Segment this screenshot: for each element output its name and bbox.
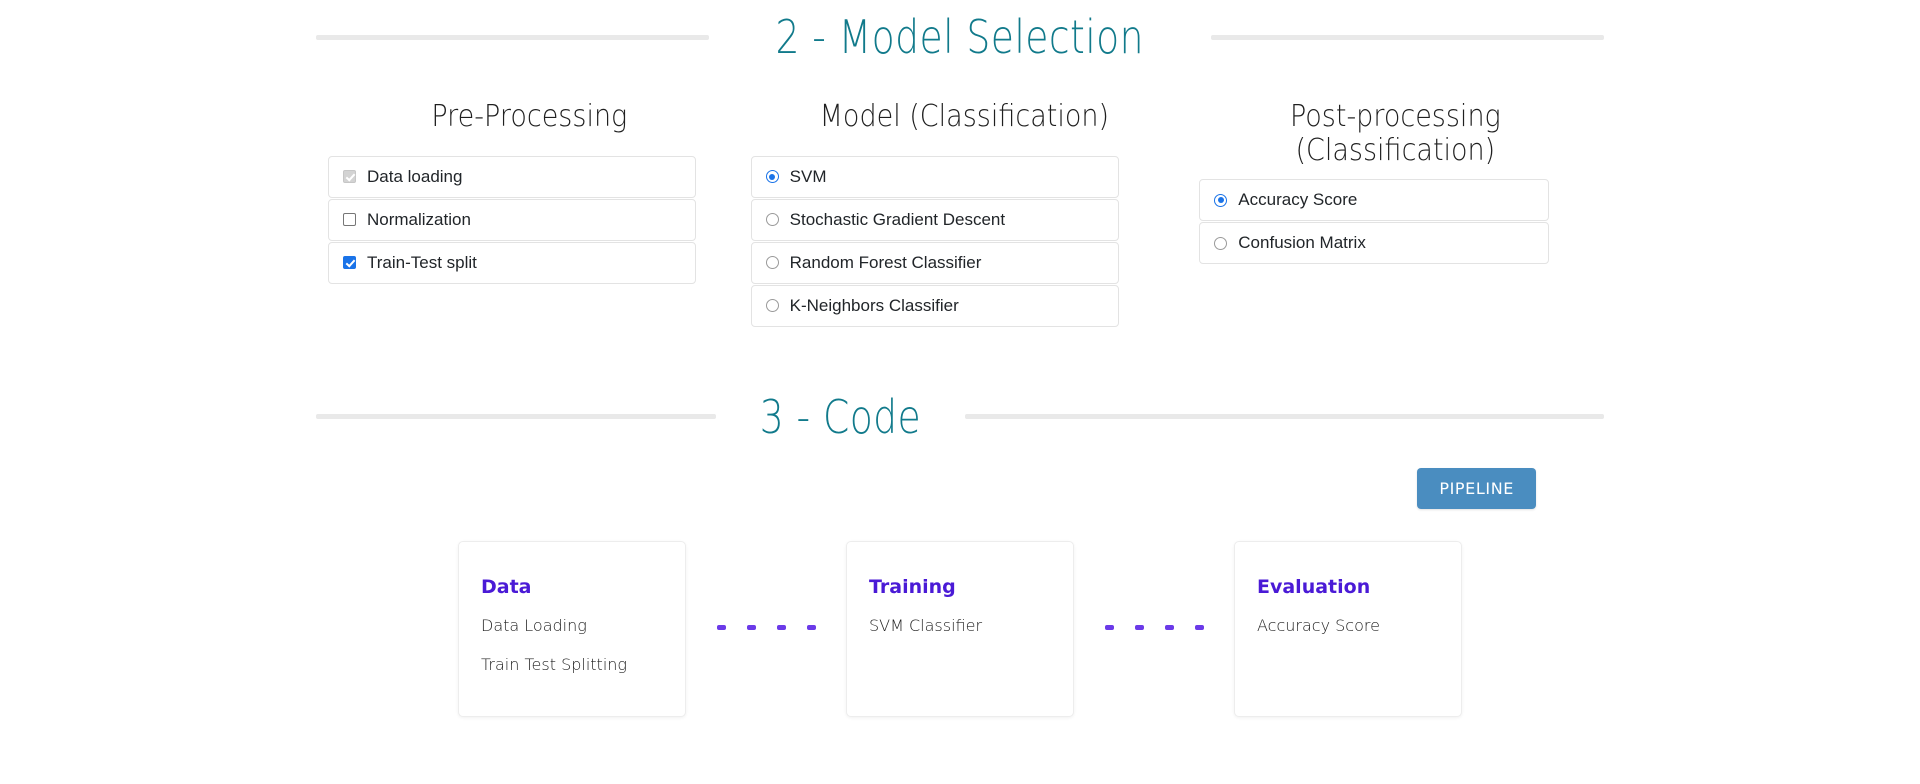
checkbox-train-test-split[interactable] — [343, 256, 356, 270]
section-header-model-selection: 2 - Model Selection — [316, 14, 1604, 60]
pipeline-connector-1 — [686, 624, 846, 630]
section-code: 3 - Code PIPELINE Data Data Loading Trai… — [316, 394, 1604, 717]
list-item-label: SVM — [789, 166, 827, 186]
card-title: Evaluation — [1257, 575, 1371, 598]
heading-rule-left — [316, 34, 710, 40]
card-title: Data — [481, 575, 532, 598]
connector-dash — [716, 624, 726, 630]
connector-dash — [776, 624, 786, 630]
list-item-normalization[interactable]: Normalization — [328, 198, 696, 241]
list-item-label: Confusion Matrix — [1238, 233, 1366, 253]
list-item-random-forest-classifier[interactable]: Random Forest Classifier — [750, 241, 1119, 284]
list-item-label: Normalization — [367, 209, 471, 229]
card-item: SVM Classifier — [869, 615, 983, 635]
connector-dash — [1164, 624, 1174, 630]
heading-rule-right — [964, 414, 1604, 420]
column-pre-processing: Pre-Processing Data loading Normalizatio… — [316, 100, 743, 285]
column-title-post-processing: Post-processing (Classification) — [1208, 100, 1583, 167]
pipeline-button[interactable]: PIPELINE — [1417, 467, 1536, 509]
list-item-k-neighbors-classifier[interactable]: K-Neighbors Classifier — [750, 284, 1119, 327]
list-item-data-loading[interactable]: Data loading — [328, 155, 696, 198]
card-item: Train Test Splitting — [481, 654, 628, 674]
list-item-label: Random Forest Classifier — [789, 252, 982, 272]
pre-processing-list: Data loading Normalization Train-Test sp… — [316, 155, 743, 284]
radio-random-forest-classifier[interactable] — [765, 256, 779, 270]
list-item-label: Data loading — [367, 166, 463, 186]
radio-confusion-matrix[interactable] — [1214, 236, 1228, 250]
list-item-stochastic-gradient-descent[interactable]: Stochastic Gradient Descent — [750, 198, 1119, 241]
section-title-code: 3 - Code — [759, 389, 922, 444]
list-item-label: Accuracy Score — [1238, 190, 1358, 210]
card-item: Accuracy Score — [1257, 615, 1380, 635]
list-item-confusion-matrix[interactable]: Confusion Matrix — [1199, 222, 1550, 265]
column-title-pre-processing: Pre-Processing — [431, 99, 628, 134]
radio-accuracy-score[interactable] — [1214, 193, 1228, 207]
pipeline-card-data: Data Data Loading Train Test Splitting — [458, 540, 686, 717]
connector-dash — [1104, 624, 1114, 630]
list-item-accuracy-score[interactable]: Accuracy Score — [1199, 179, 1550, 222]
content-container: 2 - Model Selection Pre-Processing Data … — [316, 0, 1604, 717]
pipeline-card-evaluation: Evaluation Accuracy Score — [1234, 540, 1462, 717]
pipeline-connector-2 — [1074, 624, 1234, 630]
heading-rule-right — [1210, 34, 1604, 40]
post-processing-list: Accuracy Score Confusion Matrix — [1187, 179, 1604, 265]
pipeline-diagram: Data Data Loading Train Test Splitting T… — [316, 540, 1604, 717]
list-item-label: K-Neighbors Classifier — [789, 295, 959, 315]
connector-dash — [746, 624, 756, 630]
radio-stochastic-gradient-descent[interactable] — [765, 213, 779, 227]
column-model: Model (Classification) SVM Stochastic Gr… — [750, 99, 1178, 328]
section-title-model-selection: 2 - Model Selection — [775, 10, 1145, 64]
checkbox-normalization[interactable] — [343, 213, 356, 227]
column-post-processing: Post-processing (Classification) Accurac… — [1187, 100, 1604, 265]
model-list: SVM Stochastic Gradient Descent Random F… — [750, 155, 1178, 327]
radio-k-neighbors-classifier[interactable] — [765, 299, 779, 313]
list-item-svm[interactable]: SVM — [750, 155, 1119, 198]
column-title-line-1: Post-processing — [1290, 99, 1502, 134]
card-item: Data Loading — [481, 615, 587, 635]
pipeline-button-row: PIPELINE — [316, 467, 1604, 509]
heading-rule-left — [316, 414, 716, 420]
checkbox-data-loading — [343, 170, 356, 184]
section-header-code: 3 - Code — [316, 394, 1604, 440]
connector-dash — [806, 624, 816, 630]
column-title-line-2: (Classification) — [1295, 132, 1496, 168]
connector-dash — [1194, 624, 1204, 630]
list-item-label: Stochastic Gradient Descent — [789, 209, 1006, 229]
column-title-model: Model (Classification) — [819, 99, 1109, 134]
pipeline-card-training: Training SVM Classifier — [846, 540, 1074, 717]
selection-columns: Pre-Processing Data loading Normalizatio… — [316, 100, 1604, 328]
list-item-label: Train-Test split — [367, 252, 477, 272]
list-item-train-test-split[interactable]: Train-Test split — [328, 241, 696, 284]
card-title: Training — [869, 575, 956, 598]
connector-dash — [1134, 624, 1144, 630]
radio-svm[interactable] — [765, 170, 779, 184]
